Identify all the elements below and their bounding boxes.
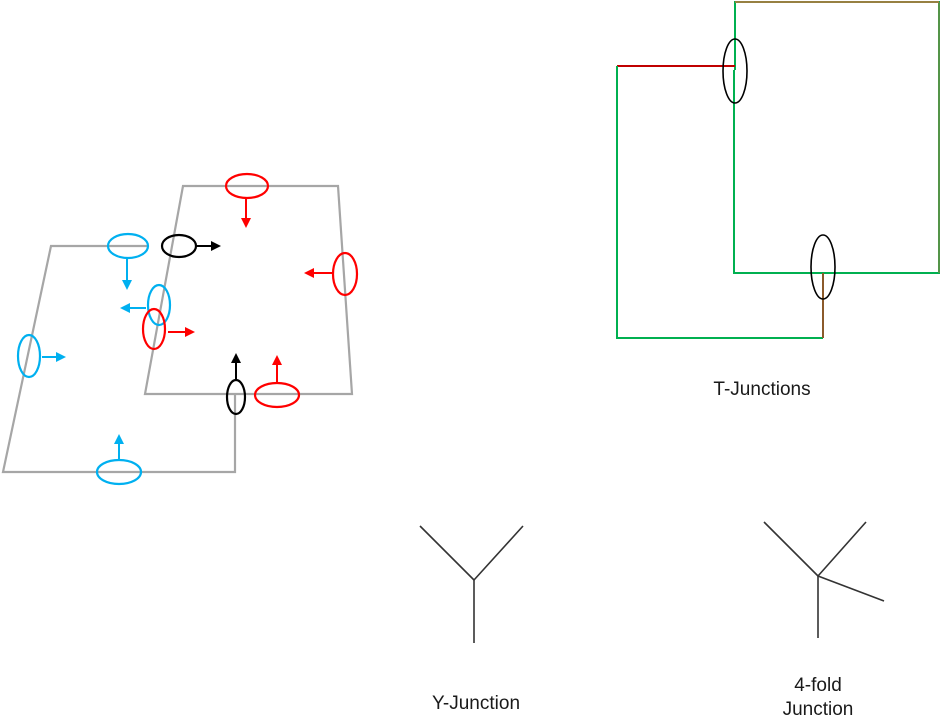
y-junction-label: Y-Junction (431, 693, 521, 714)
red-ellipse-inner (141, 307, 167, 351)
back-face-outline (143, 184, 354, 396)
black-junction-markers (160, 233, 247, 416)
fourfold-junction-label: 4-fold Junction (718, 674, 918, 722)
t-junction-left-loop (616, 66, 823, 339)
fourfold-left-branch (763, 521, 819, 577)
blue-ellipse-bottom (95, 458, 143, 486)
front-face-outline (1, 244, 237, 474)
overlapping-faces-figure (1, 172, 359, 486)
y-junction-right-branch (473, 525, 524, 581)
t-junction-ellipse-lower (810, 234, 836, 300)
fourfold-side-branch (817, 575, 885, 602)
red-ellipse-top (224, 172, 270, 200)
fourfold-right-branch (817, 521, 867, 577)
fourfold-label-line2: Junction (782, 698, 854, 720)
red-edge-markers (141, 172, 359, 409)
fourfold-junction-figure (763, 521, 885, 638)
black-ellipse-top (160, 233, 198, 259)
red-ellipse-right (331, 251, 359, 297)
blue-ellipse-left (16, 333, 42, 379)
blue-ellipse-inner (146, 283, 172, 327)
red-ellipse-bottom (253, 381, 301, 409)
t-junction-ellipse-upper (722, 38, 748, 104)
black-ellipse-bottom (225, 378, 247, 416)
t-junction-right-loop (733, 1, 940, 274)
blue-ellipse-top (106, 232, 150, 260)
t-junctions-figure (616, 1, 940, 339)
blue-edge-markers (16, 232, 172, 486)
y-junction-figure (419, 525, 524, 643)
fourfold-label-line1: 4-fold (794, 675, 842, 696)
t-junctions-label: T-Junctions (713, 379, 811, 400)
y-junction-left-branch (419, 525, 475, 581)
